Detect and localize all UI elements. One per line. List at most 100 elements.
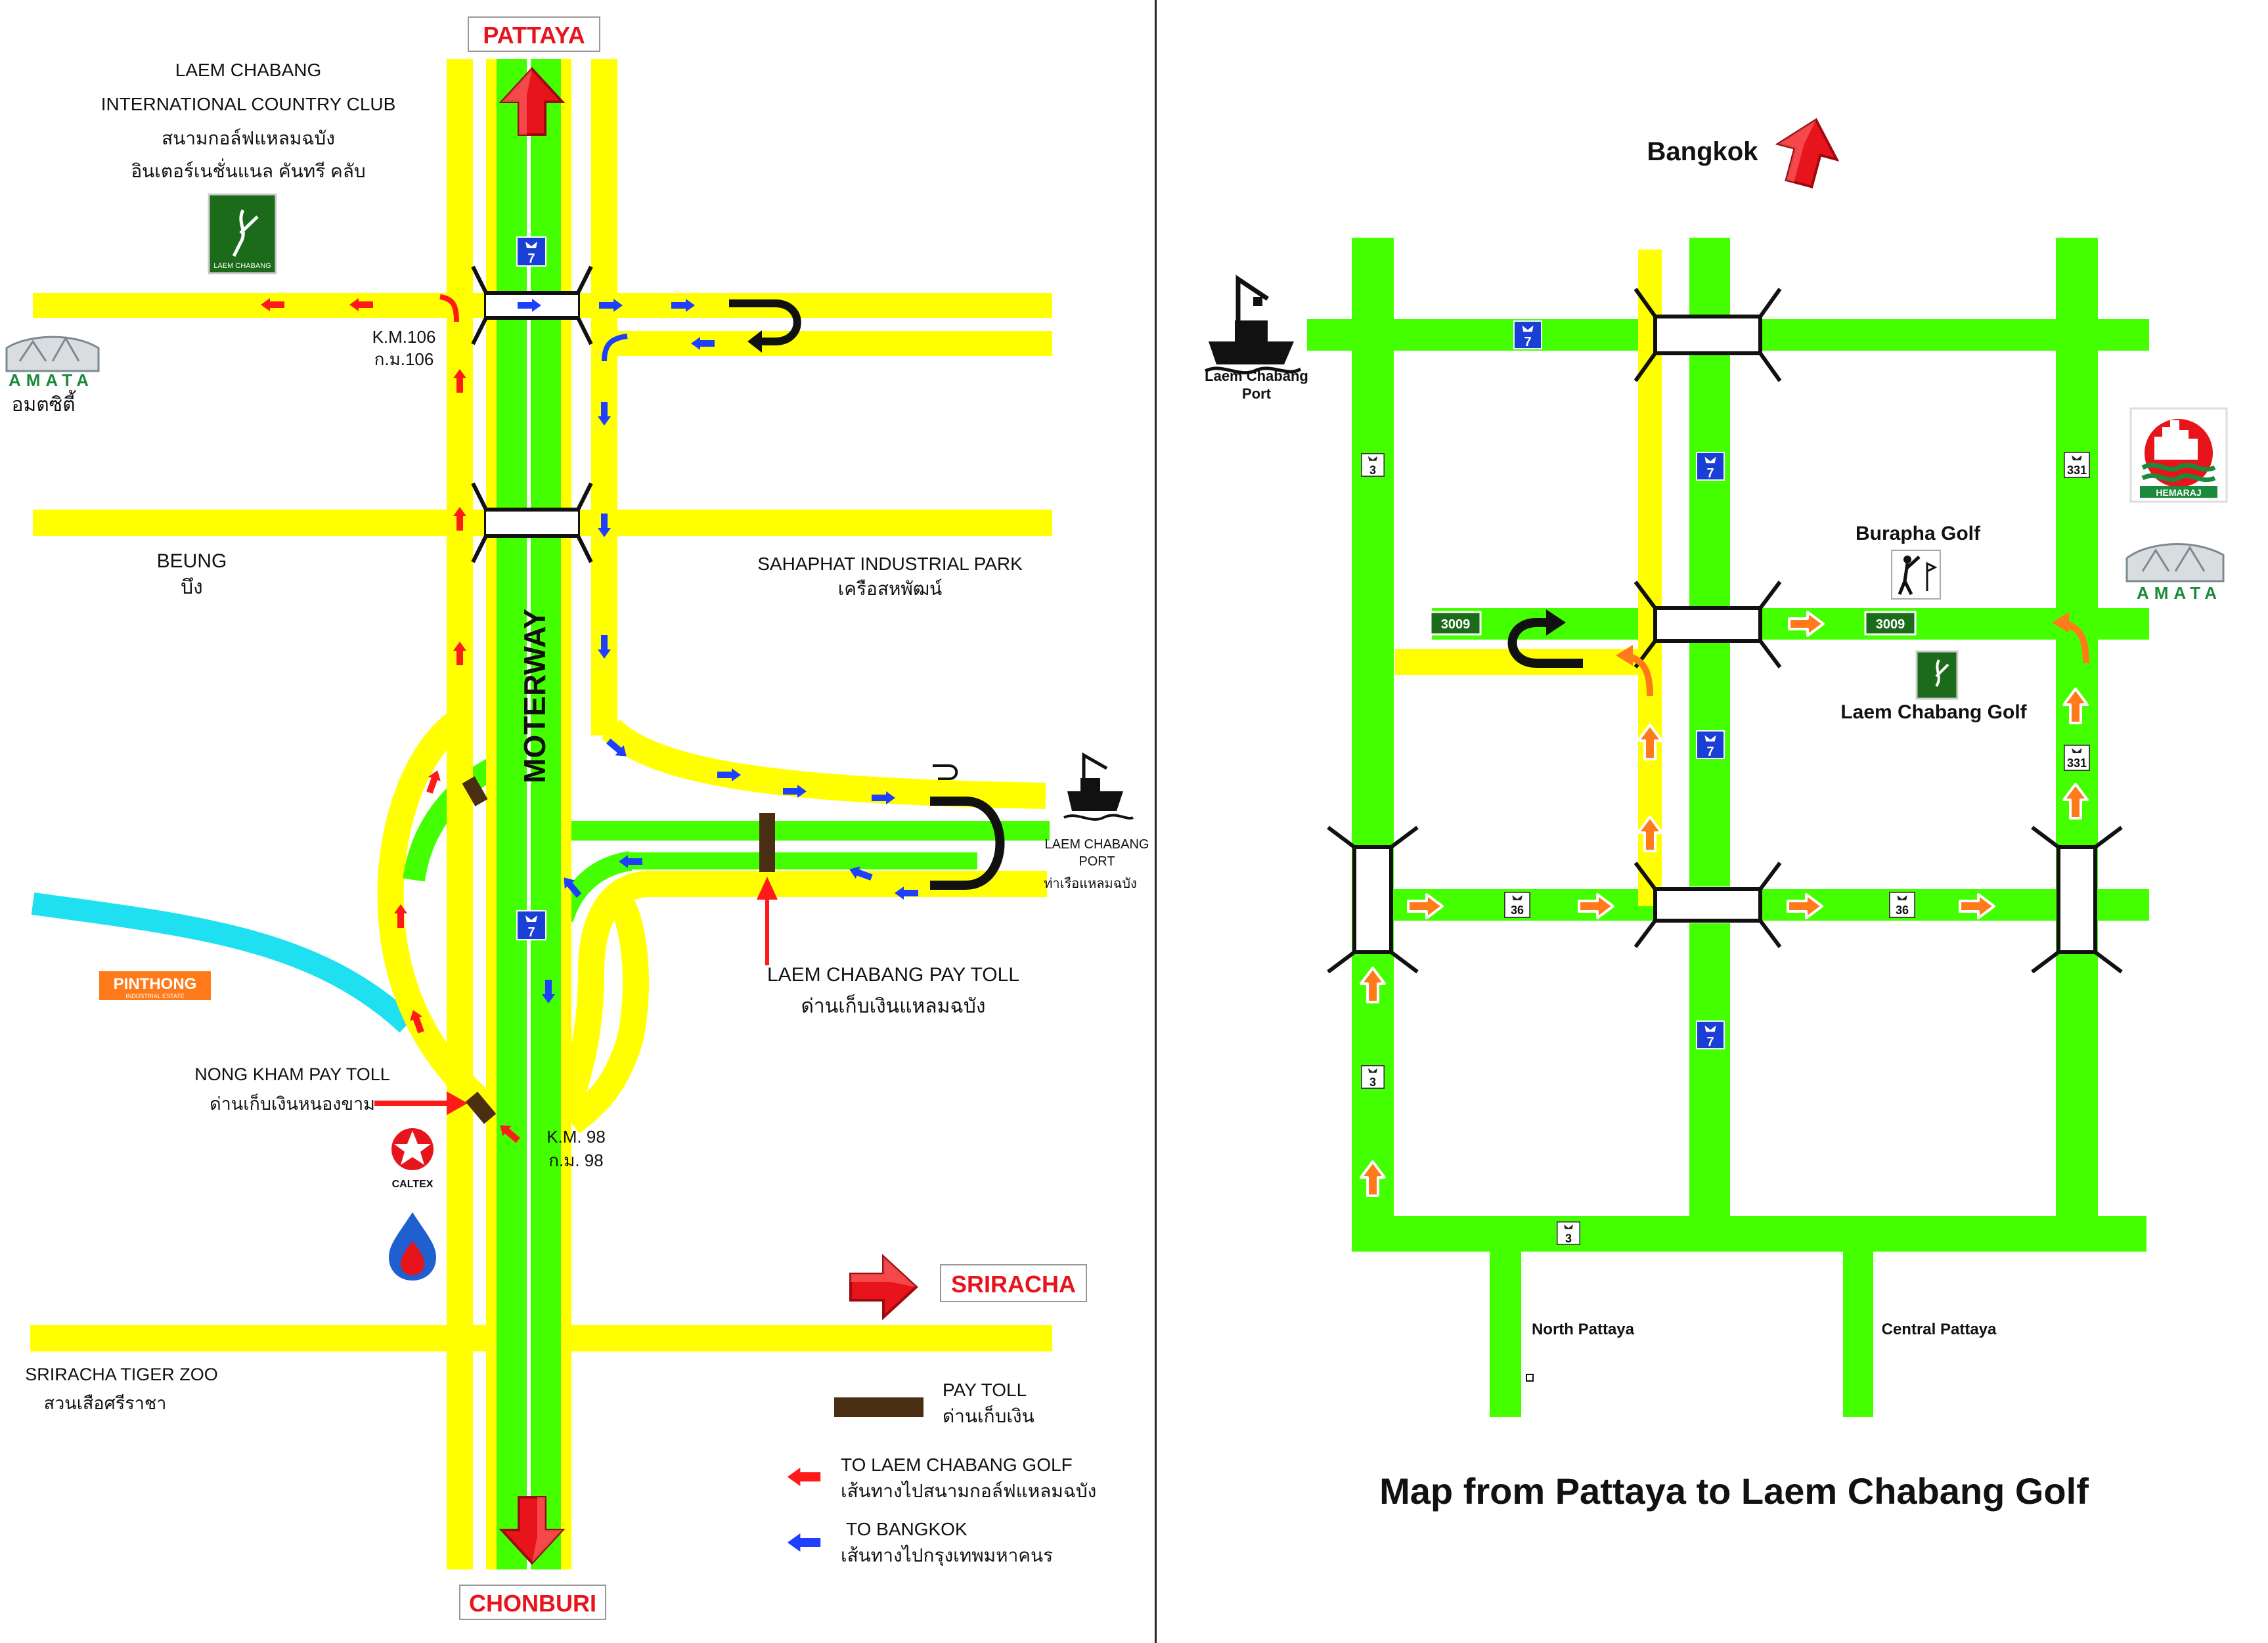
orange-curve-arrow-east-head: [2052, 612, 2069, 633]
bridge-36-east: [2031, 825, 2123, 974]
laem-chabang-golf-logo: [1915, 650, 1959, 700]
sriracha-sign: [940, 1264, 1087, 1302]
route-7-b-label: 7: [1706, 745, 1714, 759]
bridge-36-west: [1327, 825, 1419, 974]
green-port-link: [564, 821, 1050, 841]
chonburi-label: CHONBURI: [469, 1590, 596, 1617]
route-36-b-label: 36: [1896, 904, 1909, 917]
burapha-golf-label: Burapha Golf: [1856, 523, 1981, 544]
laem-toll-label: LAEM CHABANG PAY TOLL: [767, 964, 1019, 986]
route-36-a-label: 36: [1511, 904, 1524, 917]
route-7-c-label: 7: [1706, 1035, 1714, 1049]
road-north-pattaya: [1490, 1248, 1521, 1417]
sahaphat-thai-label: เครือสหพัฒน์: [838, 579, 943, 599]
hemaraj-logo: [2129, 407, 2228, 503]
legend-to-bangkok-thai: เส้นทางไปกรุงเทพมหาคนร: [841, 1545, 1053, 1567]
legend-pay-toll-thai: ด่านเก็บเงิน: [943, 1405, 1034, 1426]
uturn-3009-icon: [1507, 618, 1583, 668]
road-big-loop: [377, 712, 508, 1127]
km106-thai-label: ก.ม.106: [374, 349, 434, 369]
pattaya-label: PATTAYA: [483, 22, 585, 49]
port-ship-icon-right: [1204, 274, 1302, 375]
route-3009-sign-west: [1429, 611, 1482, 636]
ptt-drop-icon: [389, 1212, 436, 1281]
chonburi-sign: [459, 1585, 606, 1620]
red-pointer-laem-head: [757, 877, 778, 900]
tiger-zoo-label: SRIRACHA TIGER ZOO: [25, 1365, 218, 1384]
arrow-bangkok-icon: [1768, 110, 1847, 193]
right-map: 7 7 7 7 3 3 3 331 331 36 36 3009 3009 Ba…: [1204, 110, 2228, 1512]
club-name-line-2: INTERNATIONAL COUNTRY CLUB: [101, 94, 396, 114]
hemaraj-label: HEMARAJ: [2156, 487, 2201, 498]
pinthong-logo: [98, 970, 212, 1001]
road-ramp-south: [552, 871, 652, 1121]
bridge-3009: [1634, 581, 1782, 668]
amata-logo-left: [5, 336, 100, 372]
caltex-star-icon: [391, 1128, 434, 1170]
laem-chabang-golf-label: Laem Chabang Golf: [1840, 701, 2027, 723]
map-title: Map from Pattaya to Laem Chabang Golf: [1379, 1470, 2089, 1512]
motorway-centerline: [527, 59, 531, 1569]
route-3009-west-label: 3009: [1441, 617, 1471, 632]
toll-booth-laem-chabang: [759, 813, 775, 872]
legend-pay-toll-label: PAY TOLL: [943, 1380, 1027, 1400]
arrow-sriracha-icon: [849, 1256, 918, 1319]
pinthong-label: PINTHONG: [114, 975, 197, 993]
uturn-3009-head: [1546, 609, 1566, 636]
golfer-icon: [232, 209, 259, 257]
golfer-icon-burapha: [1891, 550, 1941, 600]
uturn-km106-head: [747, 330, 762, 353]
uturn-small-icon: [933, 764, 958, 780]
tiger-zoo-thai-label: สวนเสือศรีราชา: [44, 1393, 167, 1413]
sahaphat-label: SAHAPHAT INDUSTRIAL PARK: [757, 554, 1023, 574]
port-label-right-2: Port: [1242, 385, 1272, 402]
red-curve-arrow: [439, 294, 459, 322]
road-331-east: [2056, 238, 2098, 1249]
port-label-left-1: LAEM CHABANG: [1045, 837, 1149, 852]
pattaya-sign: [468, 16, 600, 52]
amata-label-right: AMATA: [2137, 583, 2222, 603]
water-channel: [31, 892, 415, 1033]
left-map: 7 7: [5, 16, 1149, 1620]
route-331-b-label: 331: [2067, 756, 2087, 770]
road-west-lower: [447, 1103, 473, 1569]
north-pattaya-label: North Pattaya: [1532, 1321, 1635, 1338]
bridge-top: [1634, 288, 1782, 382]
road-3-bottom: [1352, 1216, 2146, 1252]
km98-thai-label: ก.ม. 98: [548, 1150, 603, 1170]
road-km106-south: [591, 331, 1052, 356]
route-331-a-label: 331: [2067, 464, 2087, 477]
blue-curve-arrow: [602, 334, 628, 362]
sriracha-label: SRIRACHA: [951, 1271, 1076, 1298]
amata-logo-text-left: AMATA: [9, 370, 94, 390]
club-name-line-4: อินเตอร์เนชั่นแนล คันทรี คลับ: [131, 158, 365, 181]
uturn-port-icon: [930, 797, 1005, 890]
laem-toll-thai-label: ด่านเก็บเงินแหลมฉบัง: [801, 994, 985, 1017]
port-label-right-1: Laem Chabang: [1205, 368, 1308, 384]
legend-pay-toll-swatch: [834, 1397, 923, 1417]
road-east-vertical: [591, 59, 617, 735]
route-7-label-north: 7: [527, 252, 535, 266]
route-3-c-label: 3: [1565, 1232, 1572, 1245]
port-label-left-3: ท่าเรือแหลมฉบัง: [1044, 877, 1137, 891]
route-3009-east-label: 3009: [1876, 617, 1905, 632]
legend-blue-arrow-icon: [787, 1533, 821, 1552]
route-3-b-label: 3: [1369, 1076, 1376, 1089]
central-pattaya-label: Central Pattaya: [1882, 1321, 1997, 1338]
amata-thai-label: อมตซิตี้: [11, 390, 76, 416]
north-pattaya-marker: [1526, 1374, 1534, 1382]
port-label-left-2: PORT: [1078, 854, 1115, 869]
orange-curve-arrow-west-head: [1616, 645, 1633, 666]
route-7-label-south: 7: [527, 925, 535, 940]
beung-label: BEUNG: [157, 550, 227, 572]
road-port-loop: [563, 881, 649, 1133]
route-3009-sign-east: [1864, 611, 1917, 636]
bangkok-label: Bangkok: [1647, 137, 1759, 166]
route-7-a-label: 7: [1706, 466, 1714, 481]
legend-to-bangkok-label: TO BANGKOK: [846, 1519, 967, 1539]
nong-kham-toll-label: NONG KHAM PAY TOLL: [194, 1064, 390, 1084]
km98-label: K.M. 98: [546, 1127, 606, 1147]
amata-logo-right: [2125, 543, 2225, 582]
green-port-link-2: [629, 852, 977, 869]
road-3-west: [1352, 238, 1394, 1249]
